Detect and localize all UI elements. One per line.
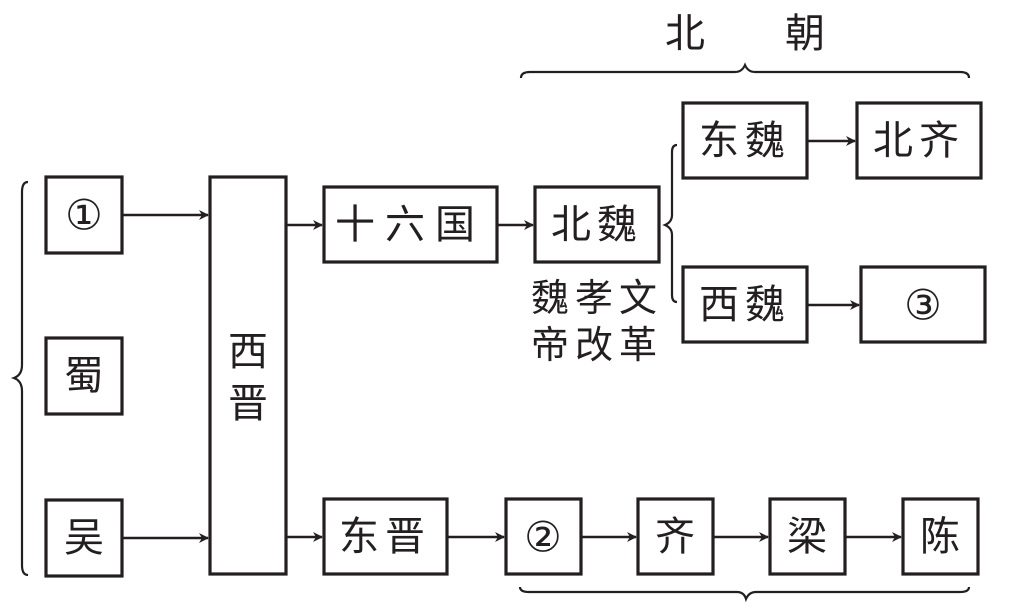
southern-dynasties-brace bbox=[518, 586, 971, 603]
reform-annotation-line-2: 帝改革 bbox=[531, 323, 663, 367]
beiwei-split-brace bbox=[662, 143, 678, 304]
northern-dynasties-label: 北 朝 bbox=[665, 11, 825, 57]
node-2: ② bbox=[504, 497, 583, 576]
node-beiqi: 北齐 bbox=[855, 101, 983, 180]
node-xiwei-label: 西魏 bbox=[699, 282, 791, 328]
node-xijin: 西 晋 bbox=[208, 175, 288, 576]
node-wu-label: 吴 bbox=[64, 515, 104, 561]
node-liang: 梁 bbox=[768, 497, 847, 576]
northern-dynasties-brace bbox=[519, 62, 971, 79]
three-kingdoms-brace bbox=[10, 180, 29, 577]
node-2-label: ② bbox=[524, 513, 562, 562]
node-xijin-label-2: 晋 bbox=[228, 381, 268, 427]
node-dongjin: 东晋 bbox=[322, 497, 449, 576]
node-liang-label: 梁 bbox=[787, 514, 827, 560]
node-1: ① bbox=[44, 175, 124, 255]
node-shiliuguo-label: 十六国 bbox=[335, 202, 485, 248]
node-chen-label: 陈 bbox=[920, 514, 960, 560]
reform-annotation-line-1: 魏孝文 bbox=[531, 276, 663, 320]
node-3: ③ bbox=[859, 265, 987, 344]
node-beiwei-label: 北魏 bbox=[551, 202, 643, 248]
node-beiwei: 北魏 bbox=[533, 185, 661, 264]
node-qi: 齐 bbox=[636, 497, 715, 576]
node-beiqi-label: 北齐 bbox=[873, 118, 965, 164]
node-wu: 吴 bbox=[44, 498, 124, 578]
node-3-label: ③ bbox=[904, 281, 942, 330]
node-shiliuguo: 十六国 bbox=[322, 185, 499, 264]
node-shu-label: 蜀 bbox=[64, 353, 104, 399]
node-dongjin-label: 东晋 bbox=[339, 514, 431, 560]
node-dongwei-label: 东魏 bbox=[699, 118, 791, 164]
node-dongwei: 东魏 bbox=[681, 101, 809, 180]
node-xijin-label-1: 西 bbox=[228, 329, 268, 375]
node-xiwei: 西魏 bbox=[681, 265, 809, 344]
node-1-label: ① bbox=[65, 191, 103, 240]
node-qi-label: 齐 bbox=[655, 514, 695, 560]
node-shu: 蜀 bbox=[44, 336, 124, 416]
node-chen: 陈 bbox=[901, 497, 980, 576]
